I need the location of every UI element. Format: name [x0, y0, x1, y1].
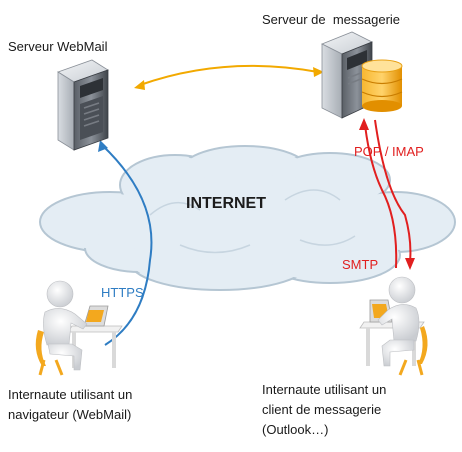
webmail-user-label-line-1: Internaute utilisant un	[8, 387, 133, 402]
mail-client-user-label: Internaute utilisant un client de messag…	[262, 380, 386, 440]
connections	[98, 64, 415, 346]
internet-label: INTERNET	[186, 195, 266, 212]
mail-client-user-icon	[359, 276, 428, 376]
smtp-label: SMTP	[342, 257, 379, 272]
smtp-line	[364, 124, 398, 269]
webmail-user-icon	[35, 280, 123, 376]
mail-server-label: Serveur de messagerie	[262, 12, 401, 27]
https-line	[101, 144, 153, 346]
webmail-server-label: Serveur WebMail	[8, 39, 108, 54]
database-icon	[361, 59, 403, 112]
server-link-line	[139, 64, 319, 86]
server-link-arrow-right	[313, 67, 324, 77]
https-arrow	[98, 140, 108, 152]
webmail-user-label-line-2: navigateur (WebMail)	[8, 407, 132, 423]
https-label: HTTPS	[101, 285, 144, 300]
mail-client-user-label-line-1: Internaute utilisant un	[262, 382, 387, 397]
webmail-server-icon	[57, 59, 109, 151]
mail-client-user-label-line-3: (Outlook…)	[262, 422, 329, 438]
smtp-arrow	[359, 118, 369, 130]
pop-imap-label: POP / IMAP	[354, 144, 424, 159]
popimap-line	[374, 119, 412, 263]
internet-cloud	[39, 145, 456, 291]
popimap-arrow	[405, 258, 415, 270]
webmail-user-label: Internaute utilisant un navigateur (WebM…	[8, 385, 132, 425]
server-link-arrow-left	[134, 80, 145, 90]
mail-client-user-label-line-2: client de messagerie	[262, 402, 382, 418]
